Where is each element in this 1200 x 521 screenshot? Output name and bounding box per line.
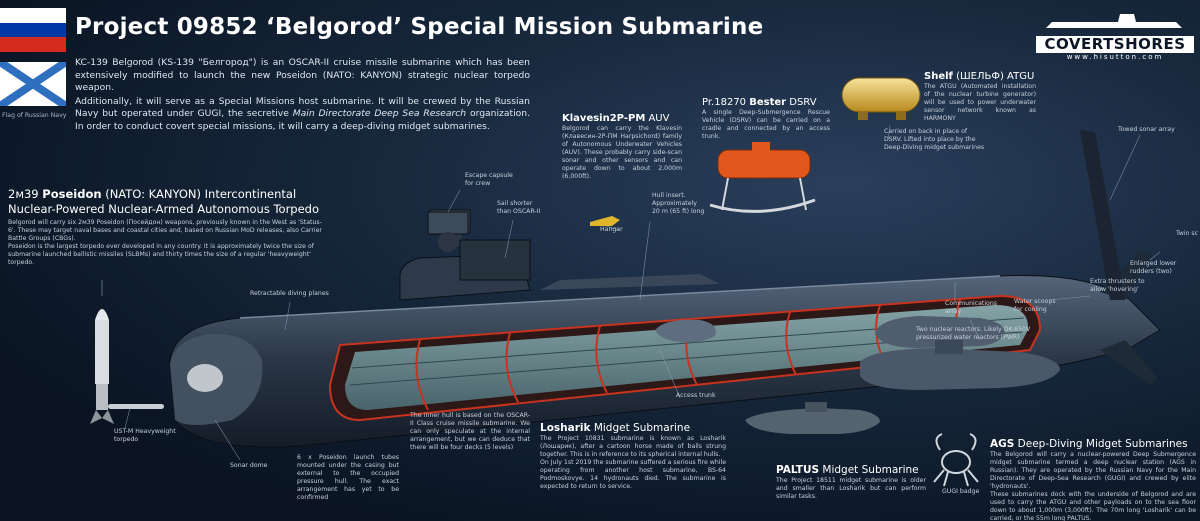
- ags-block: AGS Deep-Diving Midget Submarines The Be…: [990, 438, 1196, 521]
- intro-p2-em: Main Directorate Deep Sea Research: [292, 108, 467, 119]
- gugi-badge-icon: [933, 433, 979, 487]
- bester-suffix: DSRV: [786, 97, 817, 108]
- ags-body-1: The Belgorod will carry a nuclear-powere…: [990, 451, 1196, 490]
- label-towed-array: Towed sonar array: [1118, 126, 1175, 133]
- shelf-title: Shelf (ШЕЛЬФ) ATGU: [924, 70, 1036, 83]
- label-escape-capsule: Escape capsule for crew: [465, 172, 513, 187]
- shelf-note: Carried on back in place of DSRV. Lifted…: [884, 128, 985, 151]
- losharik-block: Losharik Midget Submarine The Project 10…: [540, 422, 726, 491]
- shelf-title-rest: (ШЕЛЬФ) ATGU: [952, 71, 1035, 82]
- submarine-logo-icon: [1046, 14, 1182, 28]
- intro-p2-post: organization. In order to conduct covert…: [75, 108, 531, 132]
- poseidon-torpedo: [90, 309, 114, 424]
- paltus-title-rest: Midget Submarine: [819, 464, 919, 476]
- poseidon-body-2: Poseidon is the largest torpedo ever dev…: [8, 243, 314, 266]
- losharik-title-rest: Midget Submarine: [590, 422, 691, 434]
- shelf-atgu: [841, 77, 921, 120]
- label-inner-hull: The inner hull is based on the OSCAR-II …: [410, 412, 530, 451]
- ags-title: AGS Deep-Diving Midget Submarines: [990, 438, 1196, 451]
- bester-title: Pr.18270 Bester DSRV: [702, 96, 830, 109]
- paltus-submarine: [745, 402, 880, 434]
- losharik-body-2: On July 1st 2019 the submarine suffered …: [540, 459, 726, 490]
- klavesin-title: Klavesin2P-PM AUV: [562, 112, 682, 125]
- ags-title-rest: Deep-Diving Midget Submarines: [1014, 438, 1188, 450]
- leader-lines: [124, 124, 1161, 461]
- ags-body-2: These submarines dock with the underside…: [990, 491, 1196, 521]
- label-retractable-planes: Retractable diving planes: [250, 290, 329, 297]
- intro-paragraph-2: Additionally, it will serve as a Special…: [75, 96, 530, 134]
- paltus-name: PALTUS: [776, 464, 820, 476]
- label-comms-array: Communications array: [945, 300, 997, 315]
- label-hull-insert: Hull insert. Approximately 20 m (65 ft) …: [652, 192, 705, 215]
- naval-ensign-flag: [0, 58, 69, 110]
- label-sail-shorter: Sail shorter than OSCAR-II: [497, 200, 541, 215]
- st-andrew-cross-icon: [0, 58, 69, 110]
- midget-sub-under-hull: [655, 316, 1005, 348]
- shelf-body: The ATGU (Automated installation of the …: [924, 83, 1036, 122]
- poseidon-block: 2м39 Poseidon (NATO: KANYON) Intercontin…: [8, 187, 326, 267]
- label-access-trunk: Access trunk: [676, 392, 716, 399]
- klavesin-block: Klavesin2P-PM AUV Belgorod can carry the…: [562, 112, 682, 181]
- klavesin-auv: [590, 216, 620, 226]
- intro-p2-pre: Additionally, it will serve as a Special…: [75, 95, 530, 120]
- losharik-submarine: [860, 340, 1060, 390]
- gugi-badge-caption: GUGI badge: [942, 488, 980, 495]
- label-enlarged-rudders: Enlarged lower rudders (two): [1130, 260, 1177, 275]
- russian-flag: [0, 8, 66, 52]
- page-title: Project 09852 ‘Belgorod’ Special Mission…: [75, 14, 764, 40]
- poseidon-title-rest: (NATO: KANYON) Intercontinental: [101, 187, 297, 201]
- label-water-scoops: Water scoops for cooling: [1014, 298, 1056, 313]
- poseidon-subtitle: Nuclear-Powered Nuclear-Armed Autonomous…: [8, 202, 320, 216]
- losharik-name: Losharik: [540, 422, 591, 434]
- label-twin-screws: Twin sc: [1176, 230, 1199, 237]
- losharik-body-1: The Project 10831 submarine is known as …: [540, 435, 726, 458]
- logo-url: www.hisutton.com: [1066, 53, 1164, 61]
- ust-m-torpedo: [108, 404, 164, 409]
- label-reactors: Two nuclear reactors. Likely OK-650V pre…: [916, 326, 1031, 341]
- label-torpedo: UST-M Heavyweight torpedo: [114, 428, 176, 443]
- logo-name: COVERTSHORES: [1036, 36, 1194, 53]
- bester-dsrv: [709, 142, 816, 213]
- bester-body: A single Deep-Submergence Rescue Vehicle…: [702, 109, 830, 140]
- ags-name: AGS: [990, 438, 1015, 450]
- bester-block: Pr.18270 Bester DSRV A single Deep-Subme…: [702, 96, 830, 141]
- intro-text: KC-139 Belgorod (KS-139 "Белгород") is a…: [75, 57, 530, 134]
- paltus-title: PALTUS Midget Submarine: [776, 464, 926, 477]
- shelf-name: Shelf: [924, 71, 953, 82]
- poseidon-code: 2м39: [8, 187, 39, 201]
- covertshores-logo[interactable]: COVERTSHORES www.hisutton.com: [1036, 10, 1194, 61]
- label-thrusters: Extra thrusters to allow 'hovering': [1090, 278, 1145, 293]
- shelf-block: Shelf (ШЕЛЬФ) ATGU The ATGU (Automated i…: [924, 70, 1036, 123]
- bester-title-pre: Pr.18270: [702, 97, 750, 108]
- klavesin-suffix: AUV: [645, 113, 670, 124]
- label-hangar: Hangar: [600, 226, 623, 233]
- klavesin-name: Klavesin2P-PM: [562, 113, 646, 124]
- klavesin-body: Belgorod can carry the Klavesin (Клавеси…: [562, 125, 682, 180]
- poseidon-name: Poseidon: [42, 187, 102, 201]
- label-sonar-dome: Sonar dome: [230, 462, 268, 469]
- poseidon-title: 2м39 Poseidon (NATO: KANYON) Intercontin…: [8, 187, 326, 202]
- losharik-title: Losharik Midget Submarine: [540, 422, 726, 435]
- label-launch-tubes: 6 x Poseidon launch tubes mounted under …: [297, 454, 399, 501]
- paltus-block: PALTUS Midget Submarine The Project 1851…: [776, 464, 926, 501]
- poseidon-body-1: Belgorod will carry six 2м39 Poseidon (П…: [8, 219, 322, 242]
- flag-caption: Flag of Russian Navy: [2, 112, 67, 119]
- paltus-body: The Project 18511 midget submarine is ol…: [776, 477, 926, 500]
- bester-name: Bester: [749, 97, 787, 108]
- intro-paragraph-1: KC-139 Belgorod (KS-139 "Белгород") is a…: [75, 57, 530, 93]
